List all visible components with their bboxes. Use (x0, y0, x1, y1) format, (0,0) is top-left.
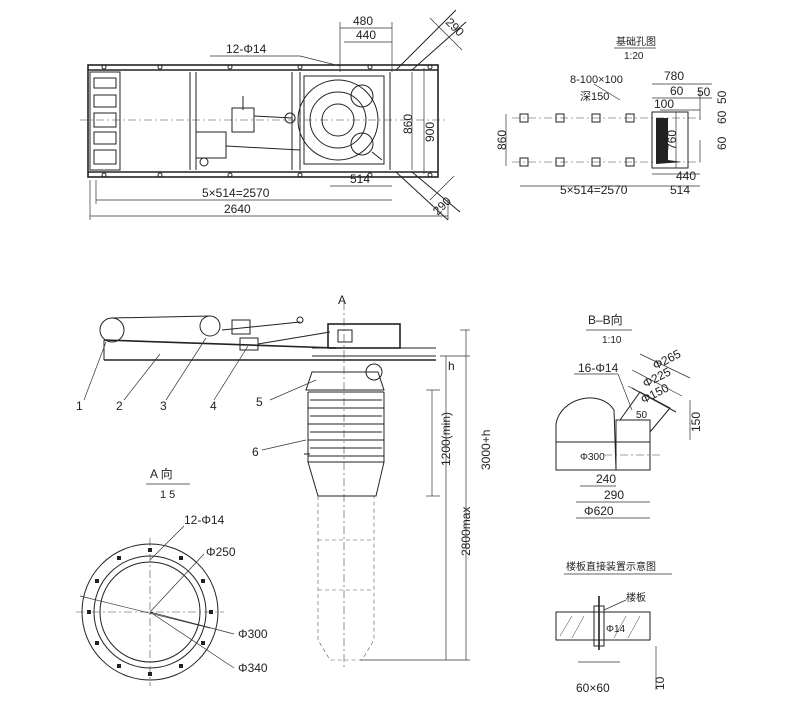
foundation-pit (651, 111, 689, 169)
plan-view: 480 440 290 290 12-Φ14 860 900 514 5×514… (80, 9, 467, 221)
dim-290: 290 (604, 488, 624, 502)
dim-290-bottom: 290 (430, 194, 454, 218)
foundation-title: 基础孔图 (616, 35, 656, 48)
fdn-dim-514: 514 (670, 183, 690, 197)
dim-phi-300: Φ300 (238, 627, 268, 641)
fdn-dim-50a: 50 (697, 85, 711, 99)
plan-frame (87, 64, 439, 178)
part-label-5: 5 (256, 395, 263, 409)
dim-150-vertical: 150 (689, 412, 703, 432)
fdn-dim-780: 780 (664, 69, 684, 83)
pulley-mid (199, 315, 221, 337)
dim-50: 50 (636, 410, 648, 421)
fdn-dim-50b: 50 (715, 90, 729, 104)
dim-240: 240 (596, 472, 616, 486)
detail-slab-label: 楼板 (626, 591, 646, 604)
part-label-2: 2 (116, 399, 123, 413)
side-elevation: A h 1200(min) (76, 293, 493, 670)
fdn-dim-span: 5×514=2570 (560, 183, 628, 197)
view-a-hole-callout: 12-Φ14 (184, 513, 225, 527)
fdn-dim-760: 760 (665, 130, 679, 150)
view-a: A 向 1 5 12-Φ14 Φ250 Φ300 Φ340 (76, 466, 268, 686)
detail-bolt-label: Φ14 (606, 624, 626, 635)
upper-hopper (305, 371, 385, 391)
spout-flange-ring (297, 79, 379, 161)
fdn-hole-depth: 深150 (580, 90, 609, 103)
dim-phi-300-b: Φ300 (580, 452, 605, 463)
view-b-hole-callout: 16-Φ14 (578, 361, 619, 375)
part-label-3: 3 (160, 399, 167, 413)
foundation-scale: 1:20 (624, 51, 644, 62)
detail-dim-10: 10 (653, 676, 667, 690)
foundation-holes (519, 113, 635, 167)
fdn-dim-60b: 60 (715, 110, 729, 124)
floor-slab (555, 611, 651, 641)
detail-dim-60x60: 60×60 (576, 681, 610, 695)
dim-total-height: 3000+h (479, 430, 493, 470)
fdn-dim-860: 860 (495, 130, 509, 150)
winch (231, 319, 251, 335)
dim-290-top: 290 (443, 15, 467, 39)
view-a-title: A 向 (150, 466, 173, 481)
foundation-hole-plan: 基础孔图 1:20 780 60 50 100 50 8-100×100 深15… (495, 35, 729, 197)
slab-mount-detail: 楼板直接装置示意图 楼板 Φ14 60×60 10 (555, 560, 672, 695)
dim-max: 2800max (459, 507, 473, 556)
dim-860: 860 (401, 114, 415, 134)
dim-h: h (448, 359, 455, 373)
chute-neck (615, 419, 651, 471)
view-mark-a: A (338, 293, 346, 307)
fdn-hole-callout: 8-100×100 (570, 74, 623, 86)
fdn-dim-60a: 60 (670, 84, 684, 98)
dim-440: 440 (356, 28, 376, 42)
dim-phi-340: Φ340 (238, 661, 268, 675)
view-b-scale: 1:10 (602, 335, 622, 346)
view-b-b: B–B向 1:10 16-Φ14 Φ265 Φ225 Φ150 50 150 Φ… (555, 312, 703, 519)
fdn-dim-60c: 60 (715, 136, 729, 150)
chute-body (555, 397, 617, 471)
view-a-scale: 1 5 (160, 489, 175, 501)
dim-span: 5×514=2570 (202, 186, 270, 200)
dim-phi-620: Φ620 (584, 504, 614, 518)
dim-total: 2640 (224, 202, 251, 216)
plan-hole-callout: 12-Φ14 (226, 42, 267, 56)
dim-phi-250: Φ250 (206, 545, 236, 559)
part-label-1: 1 (76, 399, 83, 413)
mount-head (327, 323, 401, 349)
pulley-left (99, 317, 125, 343)
fdn-dim-440: 440 (676, 169, 696, 183)
extended-position (317, 496, 375, 661)
part-label-4: 4 (210, 399, 217, 413)
fdn-dim-100: 100 (654, 97, 674, 111)
dim-514: 514 (350, 172, 370, 186)
bellows (307, 391, 385, 462)
plan-bolt-holes (101, 64, 433, 178)
detail-title: 楼板直接装置示意图 (566, 560, 656, 573)
part-label-6: 6 (252, 445, 259, 459)
dim-480: 480 (353, 14, 373, 28)
foundation-pit-hatch (656, 118, 682, 164)
motor-box (195, 131, 227, 159)
view-b-title: B–B向 (588, 312, 623, 327)
lower-hopper (307, 461, 385, 497)
dim-min: 1200(min) (439, 412, 453, 466)
flange-bolt-holes (87, 548, 213, 676)
dim-900: 900 (423, 122, 437, 142)
